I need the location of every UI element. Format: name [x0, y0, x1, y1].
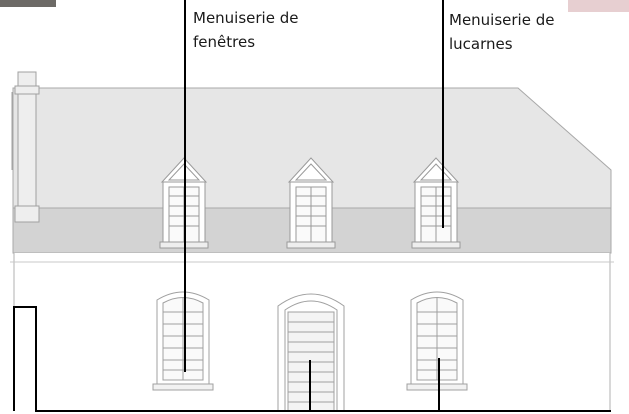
ground-line — [13, 306, 611, 412]
label-menuiserie-lucarnes: Menuiserie de lucarnes — [449, 8, 554, 56]
door — [277, 293, 345, 412]
dormer-center — [286, 157, 336, 249]
window-left — [152, 291, 214, 391]
chimney — [11, 71, 40, 223]
photo-remnant-left — [0, 0, 56, 7]
label-menuiserie-fenetres: Menuiserie de fenêtres — [193, 6, 298, 54]
label-lucarnes-line2: lucarnes — [449, 35, 513, 53]
label-fenetres-line1: Menuiserie de — [193, 9, 299, 27]
photo-remnant-right — [568, 0, 629, 12]
label-lucarnes-line1: Menuiserie de — [449, 11, 555, 29]
dormer-right — [411, 157, 461, 249]
window-right — [406, 291, 468, 391]
leader-lines — [184, 0, 444, 411]
label-fenetres-line2: fenêtres — [193, 33, 256, 51]
